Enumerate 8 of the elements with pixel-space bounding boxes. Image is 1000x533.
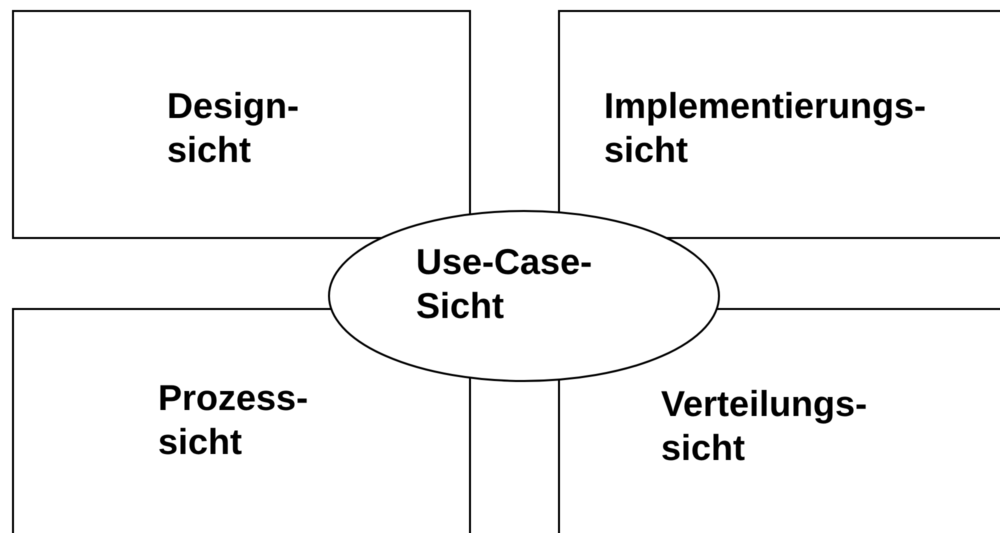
view-ellipse (328, 210, 720, 382)
view-label: Verteilungs- sicht (661, 382, 868, 470)
view-label: Design- sicht (167, 84, 300, 172)
view-label: Prozess- sicht (158, 376, 310, 464)
view-box (558, 308, 1000, 533)
view-label: Use-Case- Sicht (416, 240, 594, 328)
view-box (12, 10, 471, 239)
view-label: Implementierungs- sicht (604, 84, 928, 172)
